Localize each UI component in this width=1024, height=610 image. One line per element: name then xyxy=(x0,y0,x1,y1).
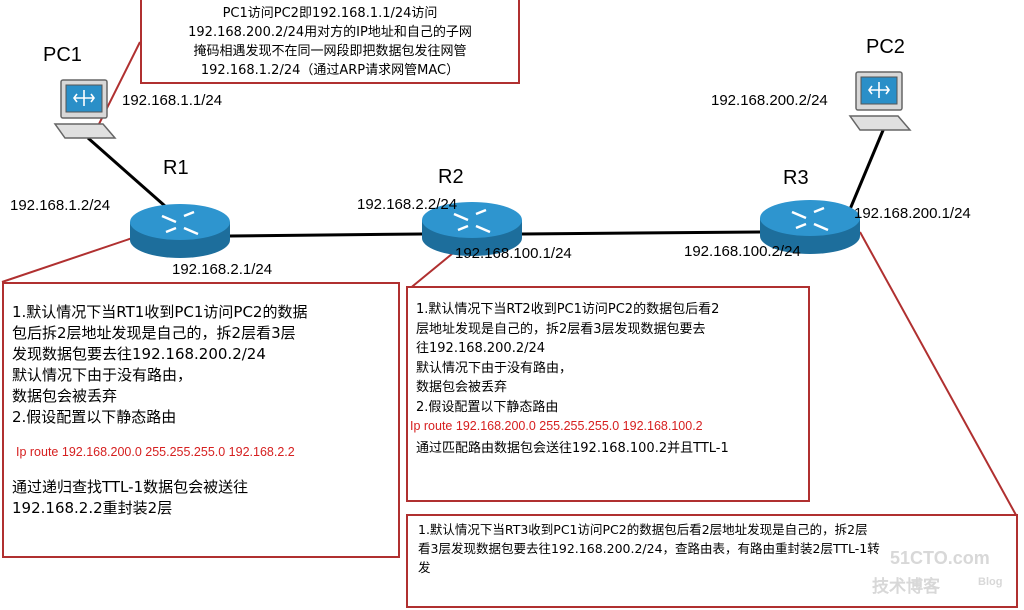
r1-label: R1 xyxy=(163,157,189,179)
pc1-label: PC1 xyxy=(43,44,82,66)
r2-top-ip-label: 192.168.2.2/24 xyxy=(357,196,458,213)
note-line: 掩码相遇发现不在同一网段即把数据包发往网管 xyxy=(193,44,467,59)
note-line: 192.168.1.2/24（通过ARP请求网管MAC） xyxy=(200,63,460,78)
link-r2-r3 xyxy=(521,230,761,236)
note-line: 数据包会被丢弃 xyxy=(12,387,118,405)
pc2-ip-label: 192.168.200.2/24 xyxy=(711,92,828,109)
note-line: PC1访问PC2即192.168.1.1/24访问 xyxy=(222,6,438,21)
note-line: 192.168.2.2重封装2层 xyxy=(12,499,173,517)
note-line: 通过递归查找TTL-1数据包会被送往 xyxy=(12,478,249,496)
r2-bottom-ip-label: 192.168.100.1/24 xyxy=(455,245,572,262)
r3-label: R3 xyxy=(783,167,809,189)
note-line: 通过匹配路由数据包会送往192.168.100.2并且TTL-1 xyxy=(416,440,729,456)
note-line: 1.默认情况下当RT2收到PC1访问PC2的数据包后看2 xyxy=(416,302,720,317)
r2-callout-note: 1.默认情况下当RT2收到PC1访问PC2的数据包后看2 层地址发现是自己的，拆… xyxy=(406,286,810,502)
top-callout-note: PC1访问PC2即192.168.1.1/24访问 192.168.200.2/… xyxy=(140,0,520,84)
link-pc1-r1 xyxy=(87,136,166,208)
r3-left-ip-label: 192.168.100.2/24 xyxy=(684,243,801,260)
callout-line-r3 xyxy=(859,231,1017,516)
watermark-blog: Blog xyxy=(978,576,1003,588)
watermark-subtitle: 技术博客 xyxy=(872,577,940,596)
note-line: 1.默认情况下当RT3收到PC1访问PC2的数据包后看2层地址发现是自己的，拆2… xyxy=(418,522,868,537)
note-line: 看3层发现数据包要去往192.168.200.2/24，查路由表，有路由重封装2… xyxy=(418,541,880,556)
r3-callout-note: 1.默认情况下当RT3收到PC1访问PC2的数据包后看2层地址发现是自己的，拆2… xyxy=(406,514,1018,608)
r1-left-ip-label: 192.168.1.2/24 xyxy=(10,197,111,214)
note-line: 2.假设配置以下静态路由 xyxy=(416,399,559,415)
pc2-label: PC2 xyxy=(866,36,905,58)
note-line: 发 xyxy=(418,560,431,575)
note-line: 发现数据包要去往192.168.200.2/24 xyxy=(12,345,266,363)
watermark-site: 51CTO.com xyxy=(890,548,990,568)
r1-bottom-ip-label: 192.168.2.1/24 xyxy=(172,261,273,278)
pc2-computer-icon xyxy=(848,71,912,131)
r2-router-icon xyxy=(422,202,522,256)
pc1-computer-icon xyxy=(53,79,117,139)
callout-line-top xyxy=(91,41,141,139)
note-line: 192.168.200.2/24用对方的IP地址和自己的子网 xyxy=(188,25,472,40)
r1-callout-note: 1.默认情况下当RT1收到PC1访问PC2的数据 包后拆2层地址发现是自己的，拆… xyxy=(2,282,400,558)
static-route-command: Ip route 192.168.200.0 255.255.255.0 192… xyxy=(16,445,295,459)
note-line: 包后拆2层地址发现是自己的，拆2层看3层 xyxy=(12,324,296,342)
note-line: 默认情况下由于没有路由， xyxy=(416,360,573,376)
r3-router-icon xyxy=(760,200,860,254)
pc1-ip-label: 192.168.1.1/24 xyxy=(122,92,223,109)
note-line: 1.默认情况下当RT1收到PC1访问PC2的数据 xyxy=(12,303,308,321)
note-line: 2.假设配置以下静态路由 xyxy=(12,408,177,426)
static-route-command: Ip route 192.168.200.0 255.255.255.0 192… xyxy=(410,419,703,433)
r2-label: R2 xyxy=(438,166,464,188)
r1-router-icon xyxy=(130,204,230,258)
link-r1-r2 xyxy=(229,232,423,238)
link-r3-pc2 xyxy=(846,127,886,215)
r3-right-ip-label: 192.168.200.1/24 xyxy=(854,205,971,222)
note-line: 数据包会被丢弃 xyxy=(416,380,508,395)
note-line: 层地址发现是自己的，拆2层看3层发现数据包要去 xyxy=(416,321,706,337)
note-line: 往192.168.200.2/24 xyxy=(416,341,546,356)
note-line: 默认情况下由于没有路由， xyxy=(12,366,193,384)
